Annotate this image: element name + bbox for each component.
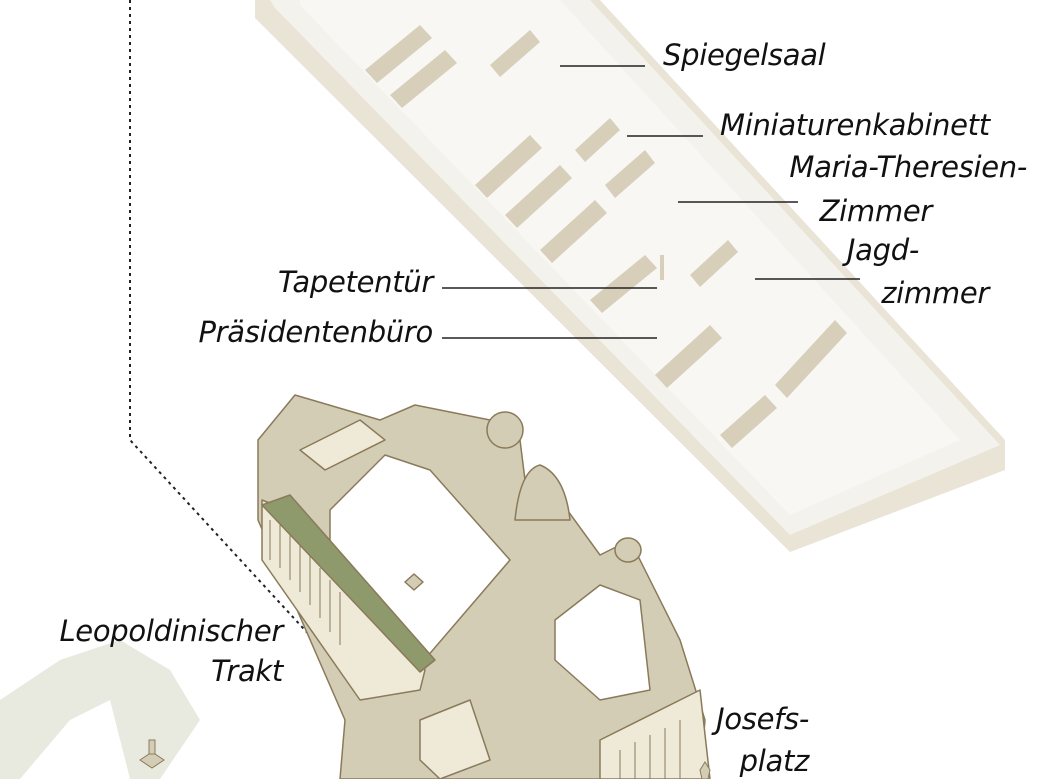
label-miniaturenkabinett: Miniaturenkabinett (720, 108, 990, 142)
person-icon (699, 761, 711, 779)
facade-windows (269, 520, 681, 779)
label-spiegelsaal: Spiegelsaal (663, 38, 826, 72)
label-maria-theresien-line2: Zimmer (819, 194, 933, 228)
label-leopoldinischer-trakt-line1: Leopoldinischer (59, 614, 283, 648)
label-tapetentuer: Tapetentür (278, 265, 433, 299)
label-josefsplatz-line2: platz (739, 744, 810, 778)
label-jagdzimmer-line1: Jagd- (846, 233, 919, 267)
monument-icon (139, 739, 165, 769)
label-leopoldinischer-trakt-line2: Trakt (211, 654, 283, 688)
dotted-leader-line (129, 0, 361, 691)
leader-lines (442, 65, 860, 339)
label-praesidentenbuero: Präsidentenbüro (198, 315, 433, 349)
label-maria-theresien-line1: Maria-Theresien- (789, 150, 1027, 184)
label-jagdzimmer-line2: zimmer (881, 276, 989, 310)
floor-plan (255, 0, 1005, 552)
label-josefsplatz-line1: Josefs- (716, 702, 809, 736)
palace-building (257, 394, 711, 779)
